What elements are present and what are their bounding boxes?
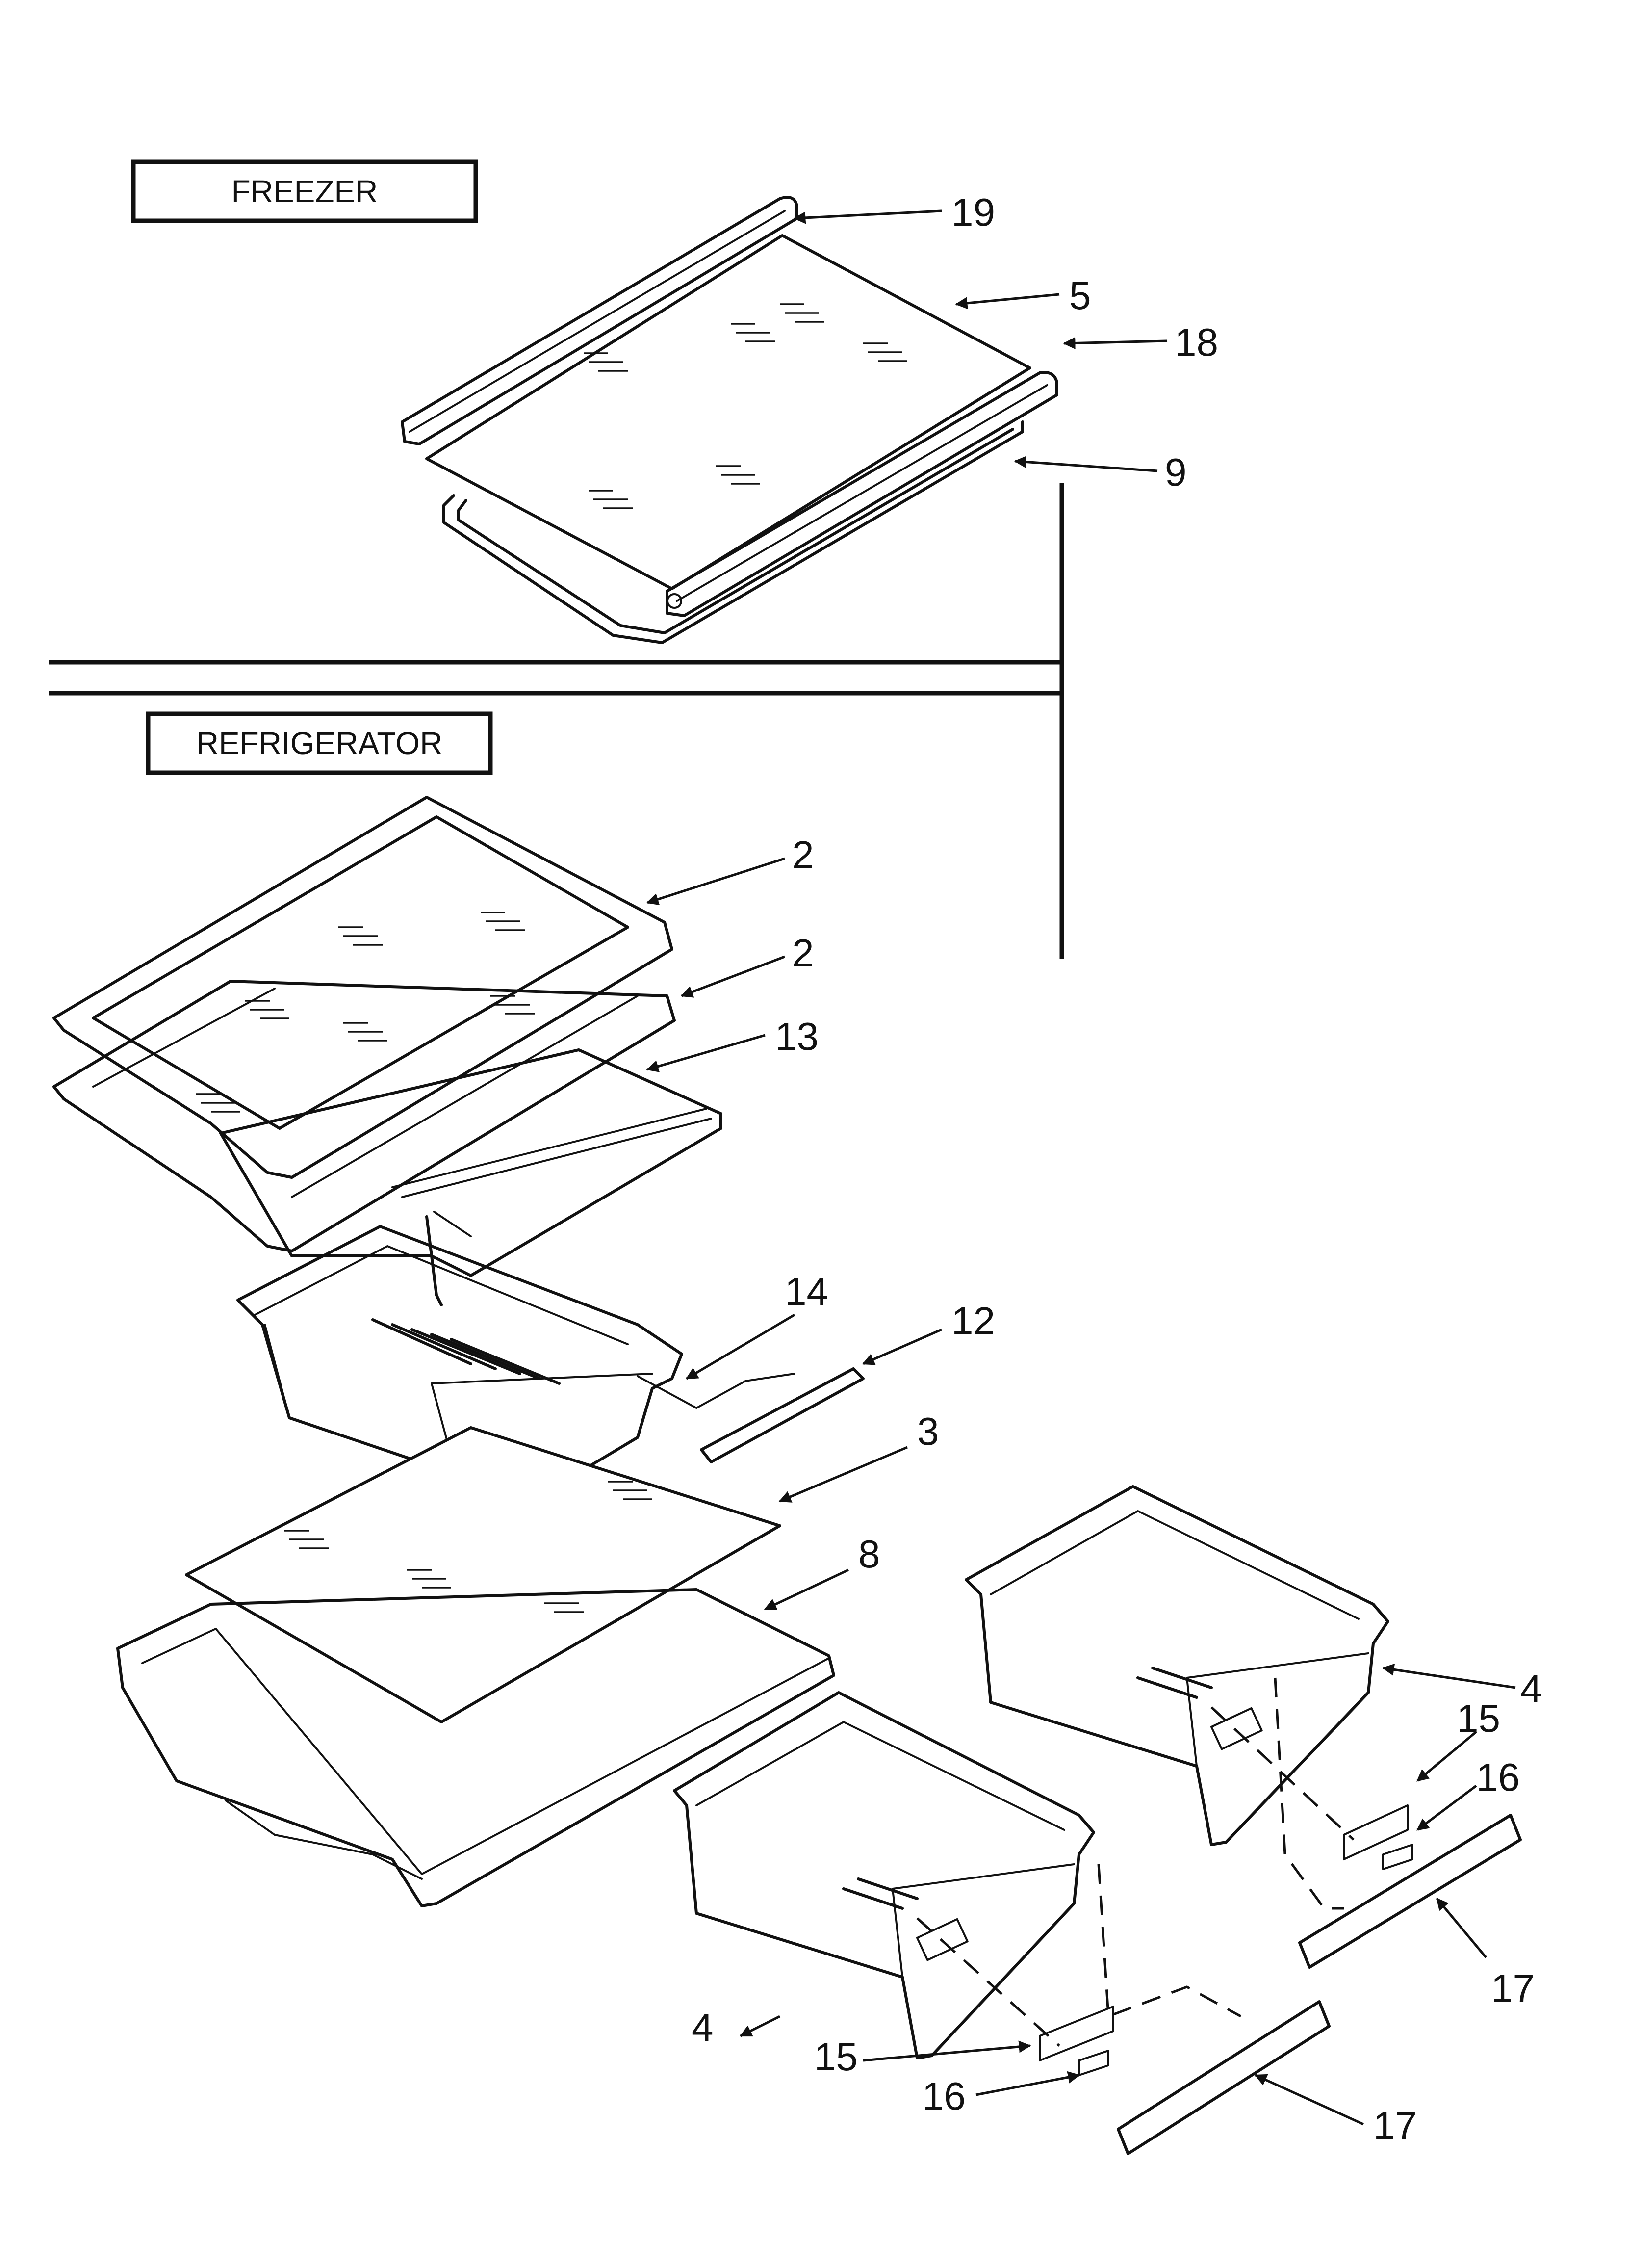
drawer-rail xyxy=(700,1367,865,1463)
callout-13: 13 xyxy=(775,1015,819,1058)
refrigerator-section-label: REFRIGERATOR xyxy=(146,711,493,775)
freezer-front-trim xyxy=(666,371,1058,617)
callout-2-lower: 2 xyxy=(792,931,814,975)
freezer-shelf-frame xyxy=(442,420,1024,644)
callout-numbers: 19 5 18 9 2 2 13 14 12 3 8 4 15 16 17 4 … xyxy=(692,190,1542,2147)
crisper-cover-glass xyxy=(185,1426,781,1723)
callout-2-upper: 2 xyxy=(792,833,814,877)
leader-lines xyxy=(646,209,1516,2126)
deli-drawer xyxy=(236,1225,683,1532)
refrigerator-upper-shelf xyxy=(52,796,673,1179)
callout-17-left: 17 xyxy=(1373,2104,1417,2147)
callout-8: 8 xyxy=(858,1532,880,1576)
crisper-drawer-left xyxy=(673,1691,1095,2059)
deli-drawer-frame xyxy=(219,1048,722,1306)
callout-5: 5 xyxy=(1069,274,1091,317)
crisper-label-holder-left xyxy=(1039,2006,1114,2061)
crisper-clip-right xyxy=(1382,1844,1413,1870)
crisper-label-holder-right xyxy=(1343,1804,1409,1860)
crisper-clip-left xyxy=(1078,2050,1109,2076)
crisper-handle-cover-right xyxy=(1298,1814,1522,1969)
deli-drawer-ribs xyxy=(371,1318,561,1385)
callout-18: 18 xyxy=(1175,320,1218,364)
callout-17-right: 17 xyxy=(1491,1966,1535,2010)
crisper-accessories xyxy=(916,1677,1522,2155)
svg-text:FREEZER: FREEZER xyxy=(231,174,378,209)
freezer-section-label: FREEZER xyxy=(131,159,478,223)
callout-15-right: 15 xyxy=(1457,1696,1500,1740)
callout-3: 3 xyxy=(917,1409,939,1453)
callout-19: 19 xyxy=(951,190,995,234)
crisper-cover-frame xyxy=(116,1588,835,1907)
callout-12: 12 xyxy=(951,1299,995,1343)
freezer-rear-trim xyxy=(401,196,798,445)
crisper-handle-cover-left xyxy=(1117,2000,1331,2155)
drawer-divider xyxy=(637,1373,795,1409)
svg-text:REFRIGERATOR: REFRIGERATOR xyxy=(196,726,443,761)
freezer-shelf-assembly xyxy=(401,196,1058,644)
freezer-glass-shelf xyxy=(425,234,1031,590)
refrigerator-lower-shelf xyxy=(52,980,676,1252)
callout-4-left: 4 xyxy=(692,2006,714,2049)
callout-4-right: 4 xyxy=(1520,1667,1542,1711)
callout-16-left: 16 xyxy=(922,2074,966,2118)
callout-16-right: 16 xyxy=(1476,1755,1520,1799)
crisper-drawer-right xyxy=(965,1485,1389,1846)
section-dividers xyxy=(49,483,1064,959)
callout-15-left: 15 xyxy=(814,2035,858,2079)
callout-14: 14 xyxy=(785,1270,828,1313)
callout-9: 9 xyxy=(1165,450,1187,494)
